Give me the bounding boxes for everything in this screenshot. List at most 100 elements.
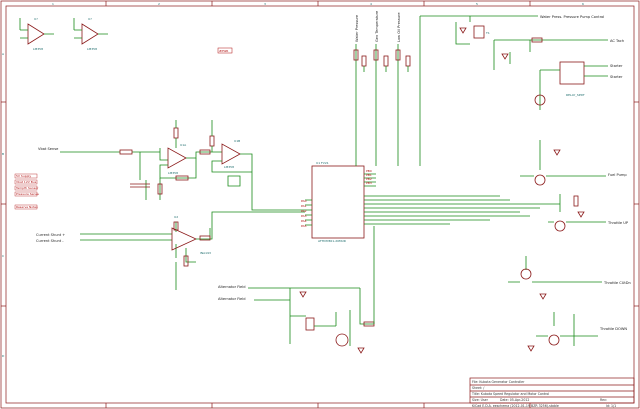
svg-text:Current Shunt -: Current Shunt - — [36, 239, 64, 243]
svg-text:Low Oil Pressure: Low Oil Pressure — [397, 12, 401, 42]
mcu-ref: U1 FV21 — [316, 161, 329, 165]
svg-text:INA193: INA193 — [200, 251, 211, 255]
svg-text:LM358: LM358 — [87, 47, 97, 51]
svg-text:LM358: LM358 — [33, 47, 43, 51]
resistor — [175, 175, 189, 181]
title-size: Size: User — [472, 398, 489, 402]
title-date: Date: 05-Apr-2012 — [500, 398, 529, 402]
title-file: File: Kubota Generator Controller — [472, 380, 525, 384]
inner-frame — [5, 5, 635, 404]
vbat-sense-label: Vbat Sense — [38, 147, 59, 151]
output-drivers: Water Press. Pressure Pump Control T1 AC… — [420, 15, 631, 352]
svg-text:Alternator Field: Alternator Field — [218, 285, 246, 289]
power-flag — [217, 47, 233, 54]
title-title: Title: Kubota Speed Regulator and Motor … — [471, 392, 549, 396]
title-block: File: Kubota Generator Controller Sheet:… — [469, 377, 635, 408]
title-id: Id: 1/1 — [606, 404, 616, 408]
svg-text:C: C — [2, 254, 4, 258]
alternator-field-circuit: Alternator Field Alternator Field — [218, 226, 375, 354]
svg-text:Starter: Starter — [610, 64, 623, 68]
svg-text:Current Shunt +: Current Shunt + — [36, 233, 65, 237]
transistor — [335, 333, 349, 347]
side-note: Reserve Notes — [16, 205, 38, 209]
resistor — [395, 49, 401, 61]
svg-text:B: B — [2, 152, 4, 156]
svg-text:T1: T1 — [485, 31, 490, 35]
svg-text:LM358: LM358 — [168, 171, 178, 175]
svg-text:1: 1 — [52, 2, 54, 6]
resistor — [383, 55, 389, 67]
svg-text:Water Pressure: Water Pressure — [355, 14, 359, 42]
resistor — [119, 149, 133, 155]
svg-text:#PWR: #PWR — [219, 49, 228, 53]
transistor — [520, 268, 532, 280]
svg-text:A: A — [2, 52, 5, 56]
svg-text:Fuel Pump: Fuel Pump — [608, 173, 627, 177]
transistor — [548, 334, 560, 346]
svg-text:PA0: PA0 — [301, 199, 307, 203]
resistor — [373, 49, 379, 61]
side-notes: 5V Supply Vbat 12V Bus TempHi Sensor Pre… — [14, 173, 39, 210]
opamp-symbol — [81, 23, 99, 45]
side-note: Vbat 12V Bus — [16, 180, 37, 184]
side-note: Pressure Sense — [16, 192, 39, 196]
resistor — [157, 183, 163, 195]
resistor — [353, 49, 359, 61]
water-press-label: Water Press. Pressure Pump Control — [540, 15, 604, 19]
svg-text:Throttle DOWN: Throttle DOWN — [599, 327, 627, 331]
resistor — [173, 127, 179, 139]
svg-text:PB1: PB1 — [366, 173, 372, 177]
transistor — [554, 220, 566, 232]
relay — [559, 61, 585, 85]
svg-text:PB0: PB0 — [366, 169, 372, 173]
opamp-symbol — [27, 23, 45, 45]
svg-text:U1A: U1A — [180, 143, 187, 147]
resistor — [361, 55, 367, 67]
resistor — [183, 255, 189, 267]
svg-text:U?: U? — [88, 17, 92, 21]
vbat-sense-circuit: Vbat Sense LM358 LM358 U1A U1B — [38, 120, 305, 211]
title-rev: Rev: — [600, 398, 607, 402]
opamp-symbol — [167, 147, 187, 169]
current-shunt-circuit: Current Shunt + Current Shunt - INA193 U… — [36, 211, 305, 290]
svg-text:Alternator Field: Alternator Field — [218, 297, 246, 301]
svg-text:2: 2 — [158, 2, 160, 6]
opamp-pair-top-left: U? U? LM358 LM358 — [19, 17, 108, 51]
svg-text:3: 3 — [264, 2, 266, 6]
svg-text:Gen Temperature: Gen Temperature — [375, 10, 379, 42]
resistor — [531, 37, 543, 43]
mcu-name: ATTINY861-20MUR — [318, 239, 346, 243]
opamp-symbol — [221, 143, 241, 165]
mcu-body — [311, 165, 365, 239]
svg-text:Throttle UP: Throttle UP — [607, 221, 629, 225]
opamp-symbol — [171, 227, 197, 251]
svg-text:5: 5 — [476, 2, 478, 6]
resistor — [405, 55, 411, 67]
svg-text:PA4: PA4 — [301, 219, 307, 223]
svg-text:PB2: PB2 — [366, 177, 372, 181]
svg-text:PB3: PB3 — [366, 181, 372, 185]
svg-text:AC Tach: AC Tach — [610, 39, 624, 43]
svg-text:PA1: PA1 — [301, 204, 307, 208]
title-sheet: Sheet: / — [472, 386, 485, 390]
svg-text:D: D — [2, 354, 5, 358]
svg-text:U1B: U1B — [234, 139, 240, 143]
side-note: 5V Supply — [16, 174, 31, 178]
resistor — [209, 135, 215, 147]
resistor — [199, 149, 211, 155]
svg-text:LM358: LM358 — [224, 165, 234, 169]
svg-text:U?: U? — [34, 17, 38, 21]
svg-text:Throttle CUtDn: Throttle CUtDn — [603, 281, 631, 285]
sensor-inputs: Water Pressure Gen Temperature Low Oil P… — [353, 10, 421, 166]
svg-text:6: 6 — [582, 2, 584, 6]
side-note: TempHi Sensor — [15, 186, 39, 190]
svg-text:PA3: PA3 — [301, 214, 307, 218]
resistor — [199, 235, 211, 241]
svg-text:PA2: PA2 — [301, 209, 307, 213]
svg-text:RELAY_SPDT: RELAY_SPDT — [566, 93, 585, 97]
title-kicad: KiCad E.D.A. eeschema (2012-01-19 BZR 32… — [472, 404, 559, 408]
